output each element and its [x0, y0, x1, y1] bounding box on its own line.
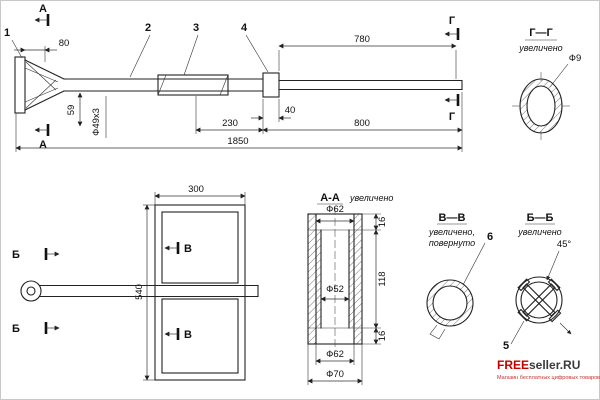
- dim-59-label: 59: [66, 105, 77, 116]
- cut-label-g-bottom: Г: [449, 111, 456, 123]
- dim-80: 80: [14, 38, 69, 62]
- cut-label-a-bottom: А: [39, 139, 47, 151]
- dim-f62-bottom-label: Ф62: [326, 349, 344, 360]
- part-label-6: 6: [487, 231, 493, 243]
- cut-mark-g: Г Г: [444, 15, 460, 123]
- ring-tab: [429, 324, 446, 340]
- dim-f70-label: Ф70: [326, 369, 344, 380]
- bb-inner-circle: [520, 281, 558, 319]
- dim-800-label: 800: [354, 118, 370, 129]
- dim-780: 780: [278, 34, 457, 79]
- sleeve-part3: [157, 74, 229, 96]
- part-label-2: 2: [145, 22, 151, 34]
- dim-16-bottom-label: 16: [377, 331, 388, 342]
- cut-label-a-top: А: [39, 3, 47, 15]
- frame-inner-bottom: [161, 298, 239, 374]
- oval-tube-section: [519, 78, 563, 134]
- frame-view: 300 540 Б Б В В: [12, 184, 259, 381]
- dim-540-label: 540: [134, 284, 145, 300]
- dim-f62-top-label: Ф62: [326, 204, 344, 215]
- watermark-brand-red: FREE: [497, 358, 529, 372]
- section-aa-title: А-А: [320, 192, 340, 204]
- dim-1850-label: 1850: [227, 136, 248, 147]
- ring-section: [426, 279, 474, 327]
- section-gg-view: Г—Г увеличено Ф9: [512, 27, 581, 140]
- dim-230-label: 230: [222, 118, 238, 129]
- fork-end: [14, 56, 65, 114]
- dim-16-top-label: 16: [377, 217, 388, 228]
- section-vv-view: В—В увеличено, повернуто 6: [426, 212, 493, 340]
- cut-label-b-top: Б: [12, 249, 20, 261]
- section-aa-view: А-А увеличено Ф62 Ф52 Ф62 Ф70: [307, 192, 393, 385]
- ring-eye-outer: [20, 280, 42, 302]
- section-vv-title: В—В: [439, 212, 466, 224]
- section-aa-note: увеличено: [349, 193, 393, 203]
- cut-label-v-bottom: В: [184, 329, 192, 341]
- dim-300-label: 300: [188, 184, 204, 195]
- dim-80-label: 80: [59, 38, 70, 49]
- cut-label-v-top: В: [184, 243, 192, 255]
- dim-f9-label: Ф9: [569, 53, 582, 64]
- coupling-part4: [262, 72, 280, 98]
- watermark-tagline: Магазин бесплатных цифровых товаров: [497, 375, 600, 381]
- cut-mark-a: А А: [34, 3, 50, 151]
- bb-outer-circle: [515, 276, 563, 324]
- section-gg-title: Г—Г: [529, 27, 553, 39]
- part-label-4: 4: [241, 22, 248, 34]
- watermark: FREE seller.RU Магазин бесплатных цифров…: [497, 358, 600, 381]
- section-vv-note1: увеличено,: [428, 227, 475, 237]
- part-label-5: 5: [503, 340, 509, 352]
- dim-40: 40: [251, 99, 295, 134]
- section-vv-note2: повернуто: [429, 238, 475, 248]
- dim-45deg-label: 45°: [557, 239, 572, 250]
- dim-780-label: 780: [354, 34, 370, 45]
- cut-mark-v: В В: [164, 242, 192, 341]
- section-gg-note: увеличено: [518, 43, 562, 53]
- cut-label-g-top: Г: [449, 15, 456, 27]
- dim-tube-spec: Ф49х3: [91, 96, 107, 138]
- section-bb-title: Б—Б: [527, 212, 554, 224]
- main-assembly-view: 1 2 3 4 А А Г Г 8: [4, 3, 463, 152]
- section-bb-note: увеличено: [517, 227, 561, 237]
- cut-mark-b: Б Б: [12, 248, 60, 335]
- frame-inner-top: [161, 211, 239, 284]
- part-label-1: 1: [4, 27, 10, 39]
- dim-118-label: 118: [377, 271, 388, 286]
- dim-230: 230: [195, 96, 264, 134]
- main-tube: [63, 72, 463, 98]
- section-bb-view: Б—Б увеличено 45° 5: [503, 212, 572, 352]
- part-label-3: 3: [193, 22, 199, 34]
- dim-59: 59: [66, 92, 83, 127]
- dim-40-label: 40: [285, 105, 296, 116]
- cut-label-b-bottom: Б: [12, 323, 20, 335]
- dim-1850: 1850: [15, 113, 463, 152]
- frame-outer: [154, 204, 246, 381]
- fluke-cross: [517, 278, 562, 323]
- dim-800: 800: [262, 92, 463, 152]
- tube-spec-label: Ф49х3: [91, 108, 102, 136]
- watermark-brand-rest: seller.RU: [529, 358, 580, 372]
- ring-eye-inner: [26, 286, 36, 296]
- bb-pointer: [559, 322, 572, 335]
- dim-f52-label: Ф52: [326, 284, 344, 295]
